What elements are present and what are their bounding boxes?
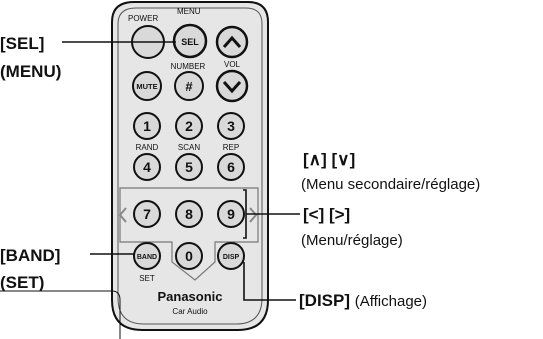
right-arrow-icon bbox=[249, 207, 258, 223]
digit-8-label: 8 bbox=[185, 206, 193, 222]
sel-key-text: [SEL] bbox=[0, 34, 45, 53]
updown-key-label: [∧] [∨] bbox=[303, 150, 355, 169]
band-key-text: [BAND] bbox=[0, 246, 61, 265]
set-key-text: (SET) bbox=[0, 273, 45, 292]
digit-2-label: 2 bbox=[185, 118, 193, 134]
scan-label: SCAN bbox=[178, 143, 200, 152]
leftright-description: (Menu/réglage) bbox=[301, 232, 403, 249]
leftright-key-text: [<] [>] bbox=[303, 205, 351, 224]
leftright-key-label: [<] [>] bbox=[303, 205, 350, 224]
remote-inner-edge bbox=[117, 7, 263, 325]
disp-key-text: [DISP] bbox=[299, 291, 350, 310]
band-key-label: [BAND] bbox=[0, 246, 60, 265]
vol-down-button[interactable] bbox=[215, 69, 249, 103]
partial-box-outline bbox=[0, 290, 121, 339]
disp-button[interactable] bbox=[217, 242, 245, 270]
mute-button-label: MUTE bbox=[136, 82, 157, 91]
digit-7-button[interactable] bbox=[133, 200, 161, 228]
digit-0-button[interactable] bbox=[175, 242, 203, 270]
disp-button-label: DISP bbox=[223, 254, 240, 261]
digit-4-label: 4 bbox=[143, 159, 151, 175]
updown-key-text: [∧] [∨] bbox=[303, 150, 356, 169]
digit-5-button[interactable] bbox=[175, 153, 203, 181]
power-label: POWER bbox=[128, 14, 158, 23]
left-arrow-icon bbox=[118, 207, 127, 223]
menu-key-text: (MENU) bbox=[0, 62, 62, 81]
number-label: NUMBER bbox=[171, 62, 206, 71]
set-key-label: (SET) bbox=[0, 273, 44, 292]
digit-6-label: 6 bbox=[227, 159, 235, 175]
digit-8-button[interactable] bbox=[175, 200, 203, 228]
rep-label: REP bbox=[223, 143, 239, 152]
digit-3-button[interactable] bbox=[217, 112, 245, 140]
digit-9-button[interactable] bbox=[217, 200, 245, 228]
menu-label: MENU bbox=[177, 7, 201, 16]
set-label: SET bbox=[139, 274, 155, 283]
number-button[interactable] bbox=[174, 71, 204, 101]
updown-description: (Menu secondaire/réglage) bbox=[301, 176, 481, 193]
down-arrow-icon bbox=[222, 81, 242, 94]
band-button-label: BAND bbox=[137, 254, 157, 261]
digit-6-button[interactable] bbox=[217, 153, 245, 181]
disp-leader-line bbox=[243, 262, 296, 301]
disp-key-label: [DISP] (Affichage) bbox=[299, 291, 427, 311]
digit-0-label: 0 bbox=[185, 248, 193, 264]
cross-pad-outline bbox=[119, 187, 259, 281]
digit-2-button[interactable] bbox=[175, 112, 203, 140]
arrows-leader-line bbox=[243, 189, 300, 239]
digit-1-button[interactable] bbox=[133, 112, 161, 140]
brand-logo: Panasonic bbox=[157, 289, 222, 304]
sel-button-label: SEL bbox=[181, 37, 199, 47]
digit-7-label: 7 bbox=[143, 206, 151, 222]
sub-brand-label: Car Audio bbox=[172, 307, 208, 316]
number-button-label: # bbox=[185, 79, 193, 94]
up-arrow-icon bbox=[222, 35, 242, 48]
menu-key-label: (MENU) bbox=[0, 62, 61, 81]
digit-9-label: 9 bbox=[227, 206, 235, 222]
vol-up-button[interactable] bbox=[215, 25, 249, 59]
band-button[interactable] bbox=[133, 242, 161, 270]
digit-4-button[interactable] bbox=[133, 153, 161, 181]
vol-label: VOL bbox=[224, 60, 241, 69]
rand-label: RAND bbox=[136, 143, 159, 152]
sel-key-label: [SEL] bbox=[0, 34, 44, 53]
digit-1-label: 1 bbox=[143, 118, 151, 134]
disp-description: (Affichage) bbox=[354, 293, 427, 310]
sel-button[interactable] bbox=[172, 23, 208, 59]
mute-button[interactable] bbox=[132, 71, 162, 101]
digit-5-label: 5 bbox=[185, 159, 193, 175]
digit-3-label: 3 bbox=[227, 118, 235, 134]
